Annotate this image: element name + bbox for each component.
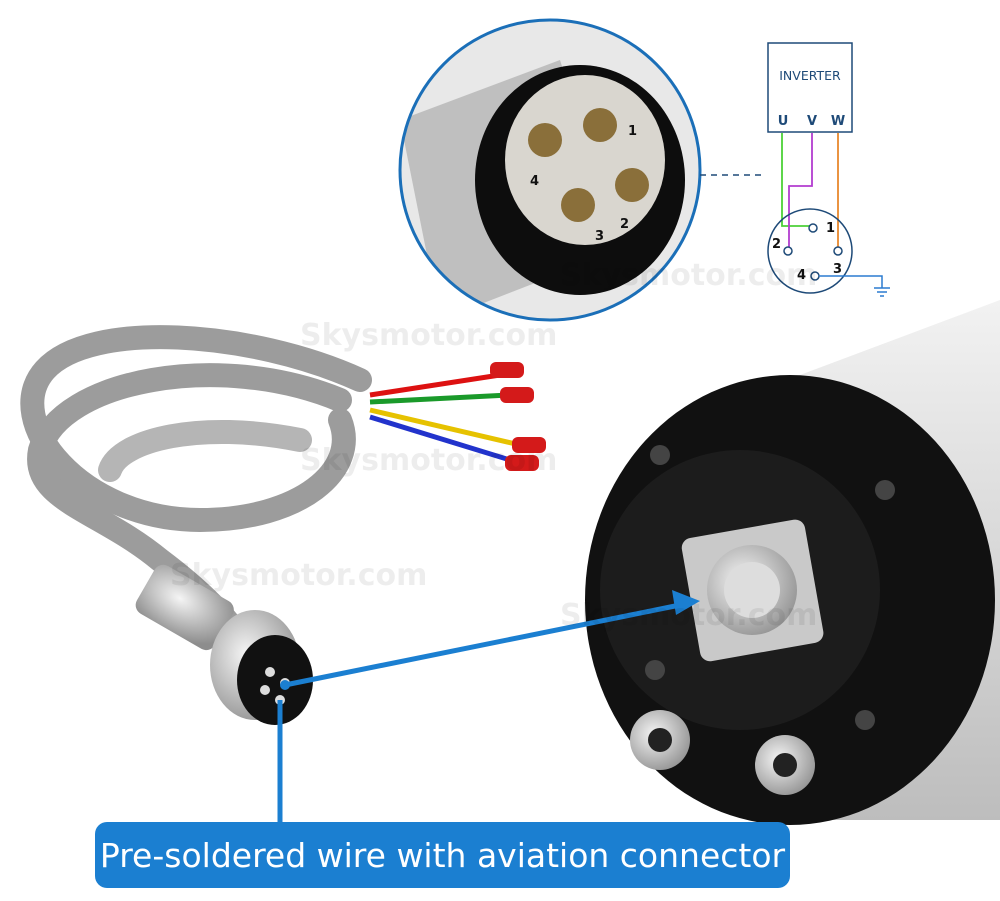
svg-text:Skysmotor.com: Skysmotor.com [300, 318, 557, 353]
svg-text:Skysmotor.com: Skysmotor.com [560, 258, 817, 293]
magnified-pin-2: 2 [620, 217, 629, 232]
caption-text: Pre-soldered wire with aviation connecto… [99, 835, 786, 875]
caption-banner: Pre-soldered wire with aviation connecto… [95, 822, 790, 888]
diagram-pin-3: 3 [833, 262, 842, 277]
diagram-pin-2: 2 [772, 237, 781, 252]
svg-text:Skysmotor.com: Skysmotor.com [560, 598, 817, 633]
aviation-connector [135, 564, 313, 725]
spindle-motor [585, 300, 1000, 825]
diagram-pin-4: 4 [797, 268, 806, 283]
terminal-v: V [807, 114, 817, 129]
terminal-u: U [778, 114, 789, 129]
inverter-label: INVERTER [779, 68, 841, 83]
svg-text:Skysmotor.com: Skysmotor.com [170, 558, 427, 593]
magnified-pin-3: 3 [595, 229, 604, 244]
svg-text:Skysmotor.com: Skysmotor.com [300, 443, 557, 478]
magnified-pin-1: 1 [628, 124, 637, 139]
pointer-arrow [277, 590, 700, 822]
magnified-pin-4: 4 [530, 174, 539, 189]
magnified-socket: 1 2 3 4 [398, 18, 702, 322]
wiring-diagram: INVERTER U V W 1 2 3 4 [767, 42, 890, 297]
watermark: Skysmotor.com Skysmotor.com Skysmotor.co… [170, 258, 817, 633]
diagram-pin-1: 1 [826, 221, 835, 236]
wire-leads [369, 362, 546, 471]
terminal-w: W [831, 114, 845, 129]
